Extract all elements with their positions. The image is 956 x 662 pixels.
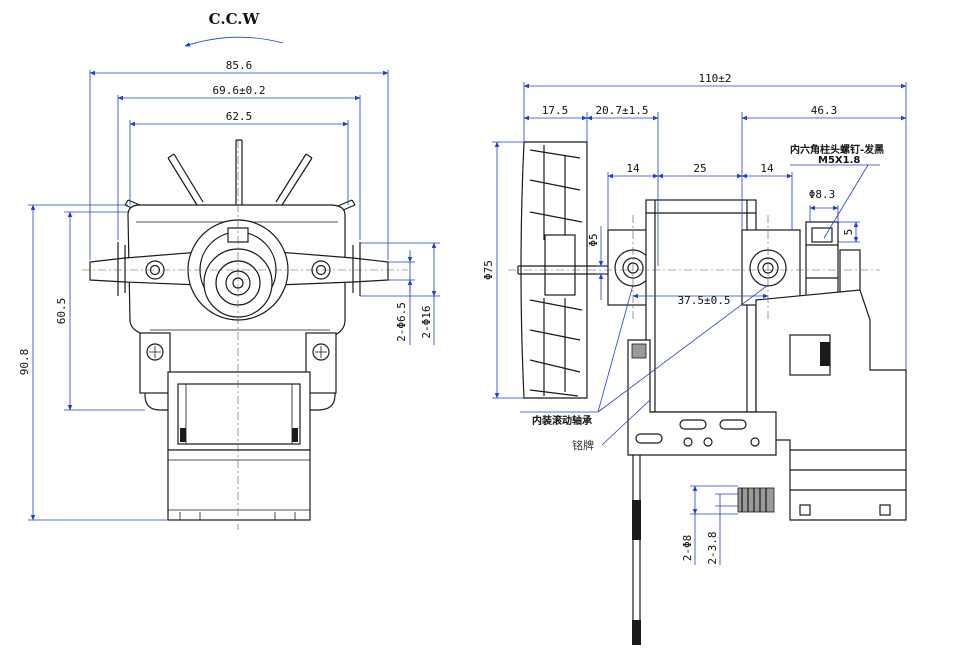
dim-overall-length: 110±2 xyxy=(698,72,731,85)
dim-fan-dia: Φ75 xyxy=(482,260,495,280)
dim-height-top: 60.5 xyxy=(55,298,68,325)
front-dimensions: 85.6 69.6±0.2 62.5 90.8 60.5 2-Φ6.5 2-Φ1… xyxy=(18,59,440,521)
dim-lead-inner: 2-3.8 xyxy=(706,531,719,564)
dim-overall-width: 85.6 xyxy=(226,59,253,72)
leader-bearing xyxy=(520,284,769,413)
dim-middle-span: 25 xyxy=(693,162,706,175)
dim-left-span: 14 xyxy=(626,162,640,175)
dim-body-width: 62.5 xyxy=(226,110,253,123)
dim-screw-dia: Φ8.3 xyxy=(809,188,836,201)
fan-side xyxy=(520,141,588,399)
dim-screw-height: 5 xyxy=(842,229,855,236)
rotation-label: C.C.W xyxy=(209,10,261,28)
front-base xyxy=(167,449,311,521)
dim-shaft-dia: Φ5 xyxy=(587,233,600,246)
front-mount-bar xyxy=(89,251,201,286)
nameplate-bracket xyxy=(627,339,777,456)
front-view xyxy=(82,139,408,530)
note-nameplate: 铭牌 xyxy=(572,438,594,452)
dim-right-length: 46.3 xyxy=(811,104,838,117)
dim-hole-pitch: 69.6±0.2 xyxy=(213,84,266,97)
note-screw: 内六角柱头螺钉-发黑 xyxy=(790,143,884,156)
dim-lead-dia: 2-Φ8 xyxy=(681,535,694,562)
dim-fan-width: 17.5 xyxy=(542,104,569,117)
front-coil xyxy=(167,371,311,451)
terminal xyxy=(737,487,775,513)
dim-height-overall: 90.8 xyxy=(18,349,31,376)
dim-bearing-pitch: 37.5±0.5 xyxy=(678,294,731,307)
side-dimensions: 110±2 17.5 20.7±1.5 46.3 14 25 14 Φ75 Φ5… xyxy=(482,72,907,565)
dim-shaft-gap: 20.7±1.5 xyxy=(596,104,649,117)
dim-boss-dia: 2-Φ16 xyxy=(420,305,433,338)
dim-right-span: 14 xyxy=(760,162,774,175)
leader-nameplate xyxy=(601,399,651,446)
side-bracket xyxy=(755,289,907,521)
note-bearing: 内装滚动轴承 xyxy=(532,414,592,427)
side-view xyxy=(508,141,907,645)
leader-screw xyxy=(790,164,880,239)
lead-wire xyxy=(632,455,641,645)
rotation-arrow xyxy=(184,36,284,47)
dim-hole-dia: 2-Φ6.5 xyxy=(395,302,408,342)
note-screw-spec: M5X1.8 xyxy=(818,155,860,166)
